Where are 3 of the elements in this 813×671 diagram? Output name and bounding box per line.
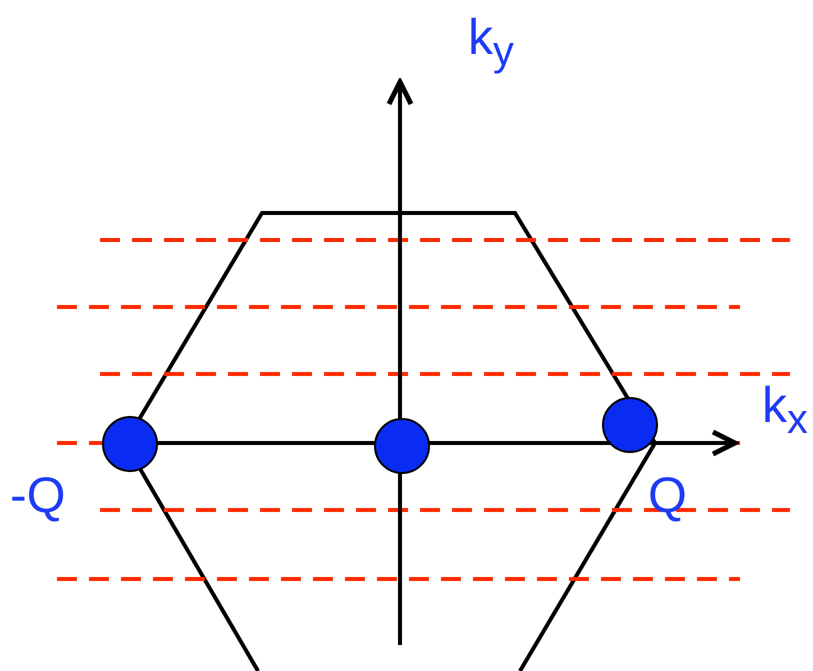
axis-label: k$_{x}$ [762,380,808,440]
axis-label: k$_{y}$ [468,12,514,72]
point-label: -Q [10,470,66,520]
